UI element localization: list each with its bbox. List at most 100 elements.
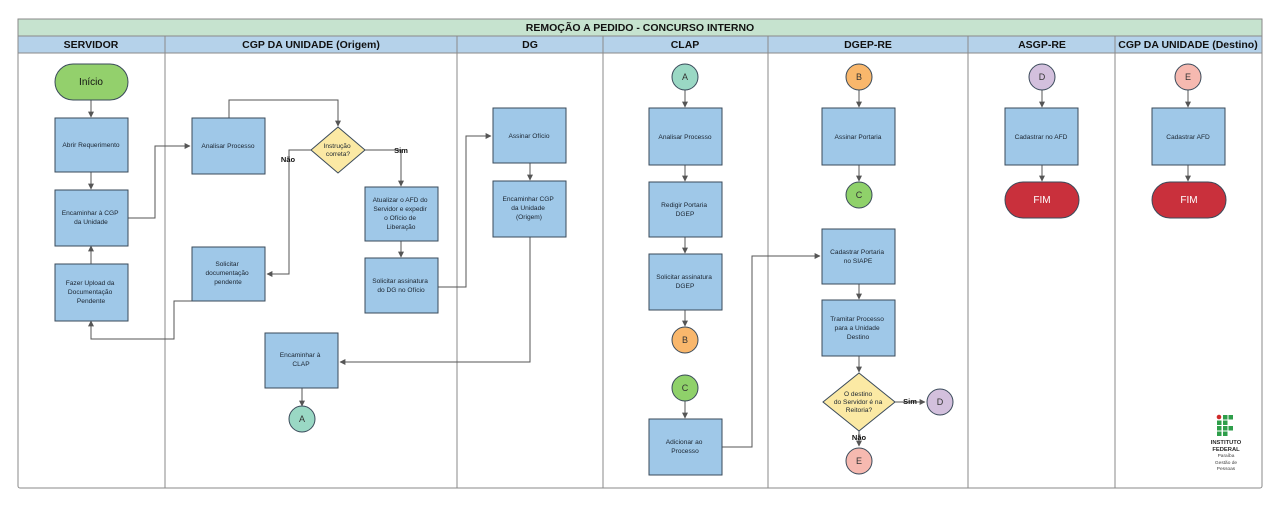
logo-text: Pessoas <box>1217 466 1236 472</box>
edge-instrucao-nao <box>266 149 312 277</box>
process-text: Assinar Ofício <box>508 133 549 140</box>
process-text: DGEP <box>676 283 695 290</box>
svg-text:Cadastrar no AFD: Cadastrar no AFD <box>1015 134 1068 141</box>
lane-header-dgep-re: DGEP-RE <box>844 39 892 51</box>
process-text: Atualizar o AFD do <box>373 197 428 204</box>
ifpb-logo: INSTITUTO FEDERAL Paraíba Gestão de Pess… <box>1211 414 1242 472</box>
connector-label: A <box>682 72 688 82</box>
process-text: Cadastrar no AFD <box>1015 134 1068 141</box>
end-node-destino: FIM <box>1151 181 1227 219</box>
connector-e-out: E <box>845 447 873 475</box>
svg-text:Analisar Processo: Analisar Processo <box>201 143 254 150</box>
connector-label: D <box>937 397 944 407</box>
lane-header-servidor: SERVIDOR <box>64 39 119 51</box>
svg-text:Cadastrar AFD: Cadastrar AFD <box>1166 134 1210 141</box>
connector-d-in: D <box>1028 63 1056 91</box>
process-text: da Unidade <box>511 205 545 212</box>
decision-destino-reitoria: O destino do Servidor é na Reitoria? <box>822 372 896 432</box>
process-text: Tramitar Processo <box>830 316 884 323</box>
process-text: Servidor e expedir <box>373 206 427 213</box>
decision-text: Instrução <box>324 143 351 150</box>
svg-text:Adicionar ao Processo: Adicionar ao Processo <box>666 439 705 455</box>
connector-label: D <box>1039 72 1046 82</box>
process-text: Solicitar assinatura <box>372 278 428 285</box>
svg-text:Tramitar Processo para a: Tramitar Processo para a Unidade Destino <box>830 316 885 341</box>
process-encaminhar-clap: Encaminhar à CLAP <box>264 332 339 389</box>
connector-d-out: D <box>926 388 954 416</box>
process-text: DGEP <box>676 211 695 218</box>
svg-text:Encaminhar à CLAP: Encaminhar à CLAP <box>280 352 323 368</box>
process-atualizar-afd: Atualizar o AFD do Servidor e expedir o … <box>364 186 439 242</box>
connector-c-in: C <box>671 374 699 402</box>
process-text: Analisar Processo <box>201 143 254 150</box>
connector-label: E <box>856 456 862 466</box>
process-text: Cadastrar Portaria <box>830 249 884 256</box>
process-cadastrar-portaria-siape: Cadastrar Portaria no SIAPE <box>821 228 896 285</box>
svg-text:Redigir Portaria DGEP: Redigir Portaria DGEP <box>661 202 709 218</box>
svg-text:Instrução correta?: Instrução correta? <box>324 143 353 158</box>
lane-header-asgp-re: ASGP-RE <box>1018 39 1066 51</box>
process-text: Processo <box>671 448 699 455</box>
edge-analisar-instrucao <box>228 99 341 127</box>
svg-text:Encaminhar à CGP da Unid: Encaminhar à CGP da Unidade <box>62 210 121 226</box>
process-text: Encaminhar à <box>280 352 321 359</box>
svg-text:Assinar Portaria: Assinar Portaria <box>835 134 882 141</box>
process-text: o Ofício de <box>384 215 416 222</box>
logo-text: INSTITUTO <box>1211 440 1242 446</box>
edge-label-nao: Não <box>281 155 296 164</box>
svg-text:Solicitar documentação: Solicitar documentação pendente <box>205 261 250 286</box>
process-cadastrar-afd-destino: Cadastrar AFD <box>1151 107 1226 166</box>
edge-solicitar-dg-assinar <box>438 133 492 288</box>
connector-label: B <box>856 72 862 82</box>
edge-encaminhar-origem-clap <box>339 237 531 365</box>
svg-text:O destino do Servidor é: O destino do Servidor é na Reitoria? <box>834 391 884 414</box>
process-text: Encaminhar à CGP <box>62 210 119 217</box>
decision-text: correta? <box>326 151 351 158</box>
svg-text:Cadastrar Portaria no SI: Cadastrar Portaria no SIAPE <box>830 249 886 265</box>
connector-b-in: B <box>845 63 873 91</box>
lane-header-cgp-origem: CGP DA UNIDADE (Origem) <box>242 39 380 51</box>
connector-c-out: C <box>845 181 873 209</box>
process-text: Liberação <box>387 224 416 231</box>
svg-text:Fazer Upload da Document: Fazer Upload da Documentação Pendente <box>66 280 117 305</box>
process-text: (Origem) <box>516 214 542 221</box>
start-label: Início <box>79 77 103 88</box>
process-assinar-oficio: Assinar Ofício <box>492 107 567 164</box>
diagram-title: REMOÇÃO A PEDIDO - CONCURSO INTERNO <box>526 21 754 34</box>
edge-solicitar-upload <box>88 300 192 340</box>
edge-encaminhar-analisar <box>128 143 191 219</box>
svg-text:Analisar Processo: Analisar Processo <box>658 134 711 141</box>
process-text: Solicitar <box>215 261 239 268</box>
process-text: do DG no Ofício <box>377 287 425 294</box>
lane-header-clap: CLAP <box>671 39 700 51</box>
process-solicitar-documentacao: Solicitar documentação pendente <box>191 246 266 302</box>
process-text: Encaminhar CGP <box>502 196 554 203</box>
connector-b-out: B <box>671 326 699 354</box>
decision-text: Reitoria? <box>846 407 873 414</box>
process-text: Pendente <box>77 298 106 305</box>
edges <box>88 90 1191 448</box>
lane-header-cgp-destino: CGP DA UNIDADE (Destino) <box>1118 39 1257 51</box>
connector-label: C <box>682 383 689 393</box>
end-node-asgp: FIM <box>1004 181 1080 219</box>
logo-text: FEDERAL <box>1212 447 1240 453</box>
process-encaminhar-cgp: Encaminhar à CGP da Unidade <box>54 189 129 247</box>
connector-e-in: E <box>1174 63 1202 91</box>
edge-label-sim-2: Sim <box>903 397 917 406</box>
connector-a-out: A <box>288 405 316 433</box>
process-text: Abrir Requerimento <box>62 142 120 149</box>
process-adicionar-processo: Adicionar ao Processo <box>648 418 723 476</box>
process-text: Destino <box>847 334 870 341</box>
svg-text:Abrir Requerimento: Abrir Requerimento <box>62 142 120 149</box>
lane-header-row <box>17 35 1263 54</box>
start-node: Início <box>54 63 129 101</box>
process-text: Documentação <box>68 289 113 296</box>
end-label: FIM <box>1180 195 1197 206</box>
process-text: pendente <box>214 279 242 286</box>
process-text: Adicionar ao <box>666 439 703 446</box>
process-text: no SIAPE <box>844 258 873 265</box>
svg-text:Atualizar o AFD do Servi: Atualizar o AFD do Servidor e expedir o … <box>373 197 430 231</box>
process-clap-analisar: Analisar Processo <box>648 107 723 166</box>
process-text: Solicitar assinatura <box>656 274 712 281</box>
